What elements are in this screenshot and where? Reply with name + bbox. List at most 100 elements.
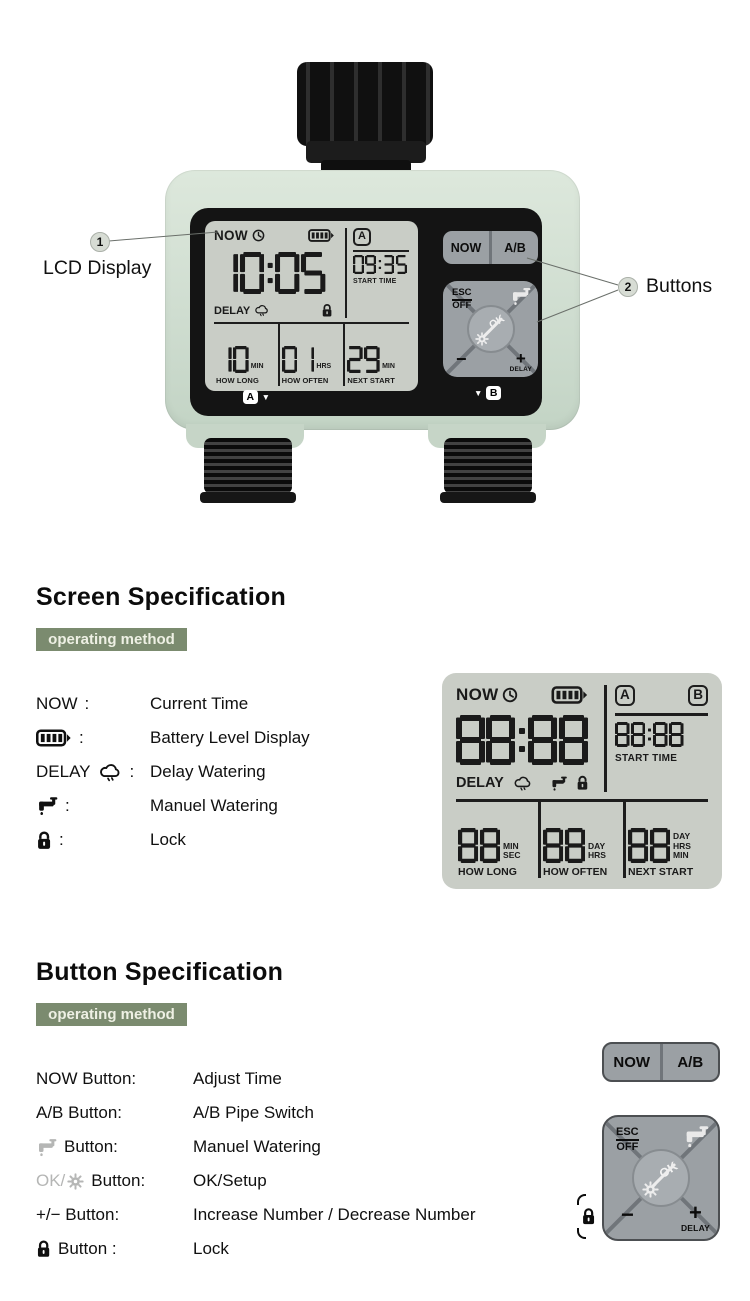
minus-button: − [621,1202,634,1227]
term-description: OK/Setup [193,1171,267,1190]
list-item: OK/ Button: OK/Setup [36,1164,476,1198]
ok-prefix-label: OK/ [36,1171,66,1190]
bracket-bottom-icon [577,1228,586,1239]
colon: : [84,694,90,713]
next-start-label: NEXT START [628,866,694,878]
list-item: NOW Button: Adjust Time [36,1062,476,1096]
term-description: Battery Level Display [150,728,310,747]
operating-method-badge: operating method [36,628,187,651]
list-item: +/− Button: Increase Number / Decrease N… [36,1198,476,1232]
how-often-label: HOW OFTEN [281,376,329,385]
current-time-digits [456,714,597,765]
battery-icon [36,729,72,747]
divider [353,249,409,252]
esc-label: ESC [452,287,472,302]
front-panel: NOW DELAY A [190,208,542,416]
next-start-cell: MIN NEXT START [343,324,409,386]
button-spec-section: Button Specification operating method NO… [0,889,750,1266]
manual-watering-icon [552,776,567,791]
manual-watering-icon [39,1138,57,1156]
clock-icon [252,229,265,242]
term-label: Button [58,1239,108,1258]
lock-icon [36,1240,51,1258]
start-time-digits [615,721,708,747]
how-long-unit: MIN [250,363,264,371]
lcd-display: NOW DELAY A [205,221,418,391]
lcd-mockup: NOW DELAY [442,673,722,889]
lock-indicator [577,1194,596,1239]
ab-button: A/B [489,231,538,264]
colon: : [65,796,70,815]
plus-label: + [689,1200,702,1226]
how-often-cell: HRS HOW OFTEN [277,324,344,386]
battery-icon [308,229,335,242]
how-long-cell: MIN HOW LONG [214,324,278,386]
rain-delay-icon [255,305,269,317]
plus-delay-button: + DELAY [681,1200,710,1233]
current-time-digits [214,252,340,294]
down-triangle-icon: ▼ [261,391,271,402]
term-description: Current Time [150,694,249,713]
channel-a-badge: A [615,685,635,706]
start-time-label: START TIME [353,277,397,285]
manual-watering-button-icon [686,1126,709,1148]
marker-b-badge: B [486,386,502,401]
rain-delay-icon [514,776,531,791]
callout-1-label: LCD Display [43,257,152,279]
lcd-delay-label: DELAY [214,304,251,317]
plus-delay-button: + DELAY [509,349,532,373]
esc-off-button: ESC OFF [616,1126,639,1153]
colon: : [129,762,135,781]
button-spec-title: Button Specification [36,958,284,986]
term-description: Lock [193,1239,229,1258]
term-label: +/− Button [36,1205,115,1224]
operating-method-badge: operating method [36,1003,187,1026]
manual-watering-button-icon [513,288,531,305]
term-label: NOW [36,694,78,713]
colon: : [140,1171,146,1190]
channel-b-badge: B [688,685,708,706]
control-dpad: ESC OFF − + DELAY OK [602,1115,720,1241]
gear-icon [642,1181,659,1198]
callout-2-marker: 2 [618,277,638,297]
next-start-unit: MIN [382,363,395,371]
list-item: A/B Button: A/B Pipe Switch [36,1096,476,1130]
term-description: Manuel Watering [193,1137,321,1156]
next-start-label: NEXT START [347,376,395,385]
button-spec-list: NOW Button: Adjust Time A/B Button: A/B … [36,1062,476,1266]
now-ab-button-group: NOW A/B [602,1042,720,1082]
how-often-digits [543,828,586,863]
how-often-unit: HRS [316,363,332,371]
callout-1-marker: 1 [90,232,110,252]
gear-icon [67,1172,84,1190]
term-description: A/B Pipe Switch [193,1103,314,1122]
button-mockup-column: NOW A/B ESC OFF − + DELAY [577,1042,722,1241]
screen-spec-list: NOW: Current Time : Battery Level Displa… [36,687,310,857]
marker-a-badge: A [243,390,258,405]
screen-spec-title: Screen Specification [36,583,286,611]
term-description: Increase Number / Decrease Number [193,1205,476,1224]
ab-button: A/B [659,1044,719,1080]
colon: : [114,1205,120,1224]
lcd-now-label: NOW [214,228,248,243]
off-label: OFF [616,1140,639,1153]
how-long-label: HOW LONG [458,866,517,878]
colon: : [131,1069,137,1088]
list-item: Button: Manuel Watering [36,1130,476,1164]
how-long-digits [458,828,501,863]
lock-icon [581,1208,596,1226]
term-label: NOW Button [36,1069,132,1088]
battery-icon [551,686,589,704]
channel-a-badge: A [353,228,371,246]
down-triangle-icon: ▼ [474,387,483,398]
delay-label: DELAY [509,366,532,373]
control-dpad: ESC OFF − + DELAY OK [443,281,538,377]
outlet-b-marker: ▼ B [474,386,502,401]
list-item: Button : Lock [36,1232,476,1266]
minus-button: − [456,349,467,369]
now-button: NOW [613,1053,651,1071]
gear-icon [474,332,489,346]
next-start-digits [628,828,671,863]
